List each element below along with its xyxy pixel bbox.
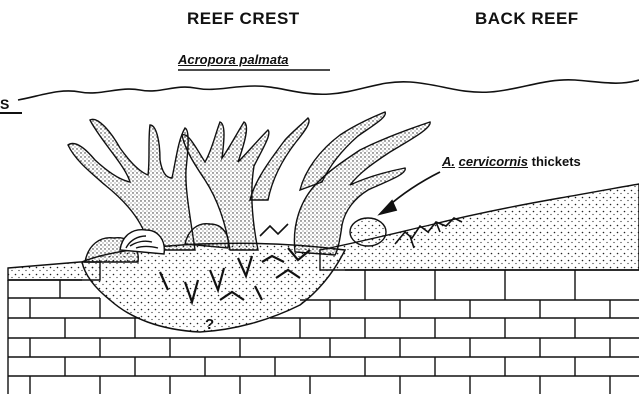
sea-surface-line [18,80,639,100]
